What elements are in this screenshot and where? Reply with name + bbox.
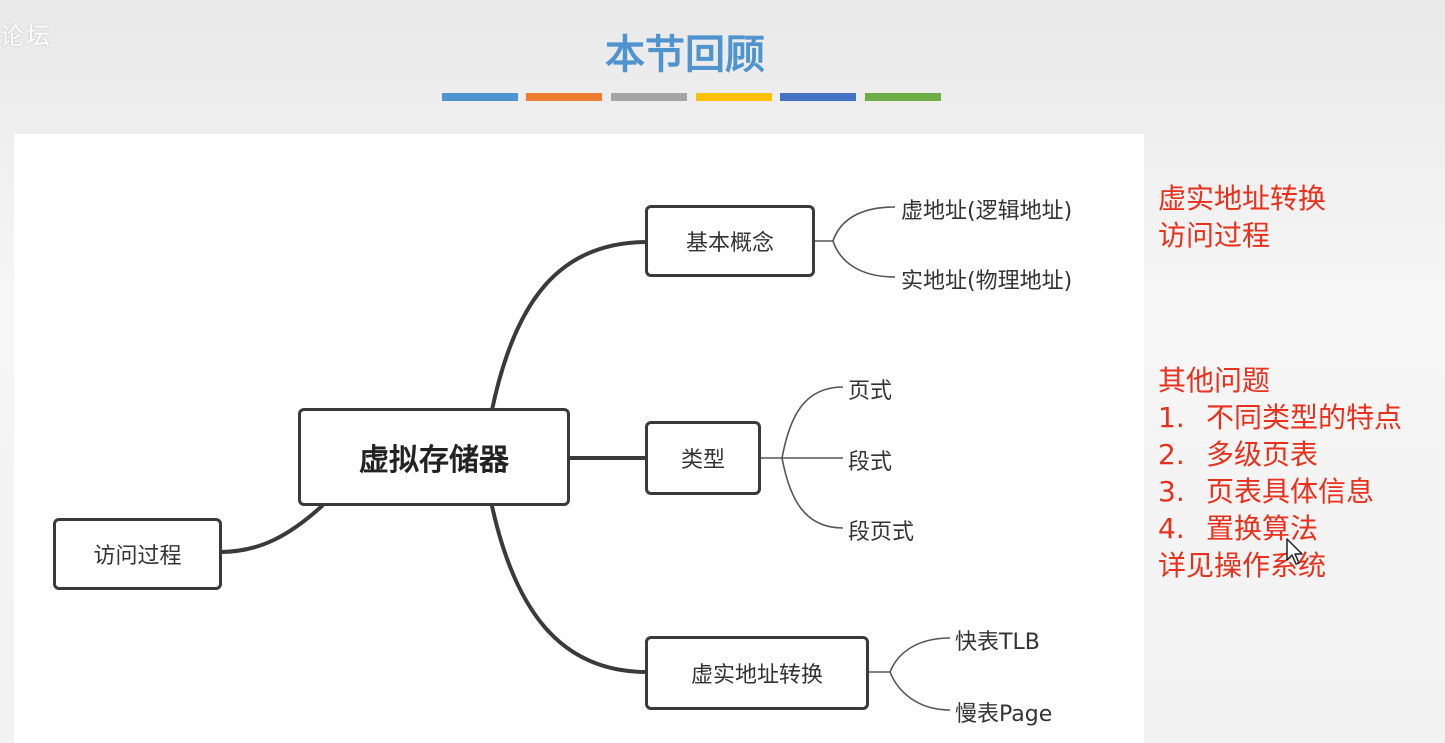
mindmap-panel [14, 134, 1144, 743]
accent-bar-4 [696, 93, 772, 101]
accent-bar-3 [611, 93, 687, 101]
node-types: 类型 [645, 421, 761, 495]
connector-translation-tlb [889, 637, 951, 673]
leaf-segmentation: 段式 [848, 450, 893, 475]
node-basic-concepts: 基本概念 [645, 205, 815, 277]
note-item: 4. 置换算法 [1158, 510, 1402, 547]
slide-title: 本节回顾 [605, 31, 765, 78]
notes-top: 虚实地址转换 访问过程 [1158, 180, 1326, 254]
connector-types-page [781, 386, 844, 459]
note-item-number: 3. [1158, 475, 1185, 508]
watermark: 论坛 [0, 22, 52, 50]
note-item-text: 置换算法 [1206, 512, 1319, 545]
leaf-virtual-address: 虚地址(逻辑地址) [901, 199, 1073, 224]
node-access-process: 访问过程 [53, 518, 222, 590]
leaf-physical-address: 实地址(物理地址) [901, 269, 1073, 294]
accent-bar-2 [526, 93, 602, 101]
notes-footer: 详见操作系统 [1158, 549, 1327, 582]
note-item-number: 2. [1158, 438, 1185, 471]
mouse-cursor-icon [1286, 538, 1303, 565]
notes-other-issues: 其他问题 1. 不同类型的特点 2. 多级页表 3. 页表具体信息 4. 置换算法 详见… [1158, 362, 1402, 584]
leaf-tlb: 快表TLB [955, 630, 1040, 655]
note-line: 虚实地址转换 [1158, 182, 1327, 215]
connector-root-concept [490, 240, 649, 412]
connector-translation-page [889, 671, 951, 711]
note-item: 3. 页表具体信息 [1158, 473, 1402, 510]
connector-types-segpage [781, 457, 844, 529]
note-item-text: 页表具体信息 [1206, 475, 1375, 508]
note-item-number: 1. [1158, 401, 1185, 434]
connector-root-translation [490, 504, 649, 674]
leaf-page-table: 慢表Page [955, 702, 1053, 727]
note-item: 1. 不同类型的特点 [1158, 399, 1402, 436]
accent-bar-6 [865, 93, 941, 101]
note-item: 2. 多级页表 [1158, 436, 1402, 473]
note-item-text: 多级页表 [1206, 438, 1319, 471]
connector-concept-virtual [832, 206, 896, 242]
leaf-segmented-paging: 段页式 [848, 520, 915, 545]
note-line: 访问过程 [1158, 219, 1271, 252]
connector-root-access [218, 504, 324, 554]
note-item-text: 不同类型的特点 [1206, 401, 1403, 434]
node-address-translation: 虚实地址转换 [645, 636, 869, 710]
leaf-paging: 页式 [848, 379, 893, 404]
connector-concept-physical [832, 240, 896, 278]
accent-bar-1 [442, 93, 518, 101]
note-item-number: 4. [1158, 512, 1185, 545]
accent-bar-5 [780, 93, 856, 101]
root-node-virtual-memory: 虚拟存储器 [298, 408, 570, 506]
notes-heading: 其他问题 [1158, 364, 1271, 397]
